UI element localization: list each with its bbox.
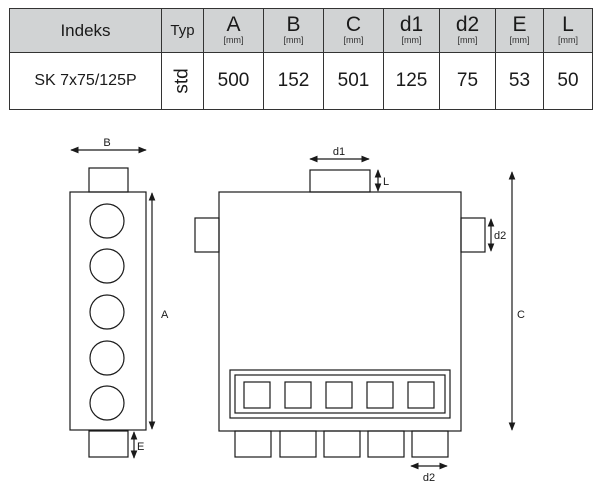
cell-E-value: 53 [508,70,531,91]
header-C: C [mm] [324,9,384,53]
header-type-label: Typ [170,22,195,39]
dim-A-label: A [161,309,169,321]
cell-d1-value: 125 [395,70,428,91]
side-top-spigot [88,167,129,193]
header-E: E [mm] [496,9,544,53]
dim-E-label: E [137,441,144,453]
front-view: d1 L d2 C d2 [194,146,525,484]
spec-table: Indeks Typ A [mm] B [mm] C [mm] d1 [mm] … [9,8,593,110]
side-outlet-circle [89,294,125,330]
front-bottom-spigot [411,430,449,458]
header-C-unit: [mm] [343,35,364,45]
front-bottom-spigot [367,430,405,458]
header-d1-unit: [mm] [401,35,422,45]
front-outlet-square [366,381,394,409]
front-right-spigot [460,217,486,253]
front-bottom-spigot [279,430,317,458]
front-outlet-square [284,381,312,409]
dim-L-label: L [383,176,389,188]
side-body [69,191,147,431]
side-outlet-circle [89,340,125,376]
cell-C-value: 501 [337,70,370,91]
front-body [218,191,462,432]
side-outlet-circle [89,203,125,239]
side-outlet-circle [89,385,125,421]
front-outlet-square [243,381,271,409]
header-index-label: Indeks [60,20,111,40]
dim-C-label: C [517,309,525,321]
cell-C: 501 [324,53,384,109]
dim-d2-bottom-label: d2 [423,472,435,484]
outlet-strip-inner [234,374,446,414]
cell-A-value: 500 [217,70,250,91]
cell-L: 50 [544,53,592,109]
header-A-label: A [226,13,241,36]
header-B-unit: [mm] [283,35,304,45]
header-d2-label: d2 [455,13,480,36]
cell-L-value: 50 [557,70,579,91]
dim-B-label: B [103,137,110,149]
front-outlet-square [325,381,353,409]
cell-B: 152 [264,53,324,109]
dim-d2-side-label: d2 [494,230,506,242]
header-L-unit: [mm] [558,35,578,45]
technical-drawing: B A E d1 L d2 [69,137,525,484]
header-B: B [mm] [264,9,324,53]
side-view: B A E [69,137,169,459]
outlet-strip-outer [229,369,451,419]
header-d1: d1 [mm] [384,9,440,53]
header-E-unit: [mm] [509,35,530,45]
cell-A: 500 [204,53,264,109]
cell-d2-value: 75 [456,70,479,91]
header-L-label: L [562,13,574,36]
header-E-label: E [512,13,527,36]
cell-index: SK 7x75/125P [10,53,162,109]
header-C-label: C [345,13,362,36]
cell-type: std [162,53,204,109]
header-d2: d2 [mm] [440,9,496,53]
dim-d1-label: d1 [333,146,345,158]
header-d1-label: d1 [399,13,424,36]
header-index: Indeks [10,9,162,53]
front-top-spigot [309,169,371,193]
header-A-unit: [mm] [223,35,244,45]
front-bottom-spigot [234,430,272,458]
front-left-spigot [194,217,220,253]
side-outlet-circle [89,248,125,284]
front-outlet-square [407,381,435,409]
cell-E: 53 [496,53,544,109]
header-type: Typ [162,9,204,53]
cell-index-value: SK 7x75/125P [34,72,137,89]
header-d2-unit: [mm] [457,35,478,45]
header-A: A [mm] [204,9,264,53]
cell-d1: 125 [384,53,440,109]
front-bottom-spigot [323,430,361,458]
header-L: L [mm] [544,9,592,53]
cell-d2: 75 [440,53,496,109]
cell-B-value: 152 [277,70,310,91]
header-B-label: B [286,13,301,36]
side-bottom-spigot [88,430,129,458]
cell-type-value: std [171,68,193,94]
